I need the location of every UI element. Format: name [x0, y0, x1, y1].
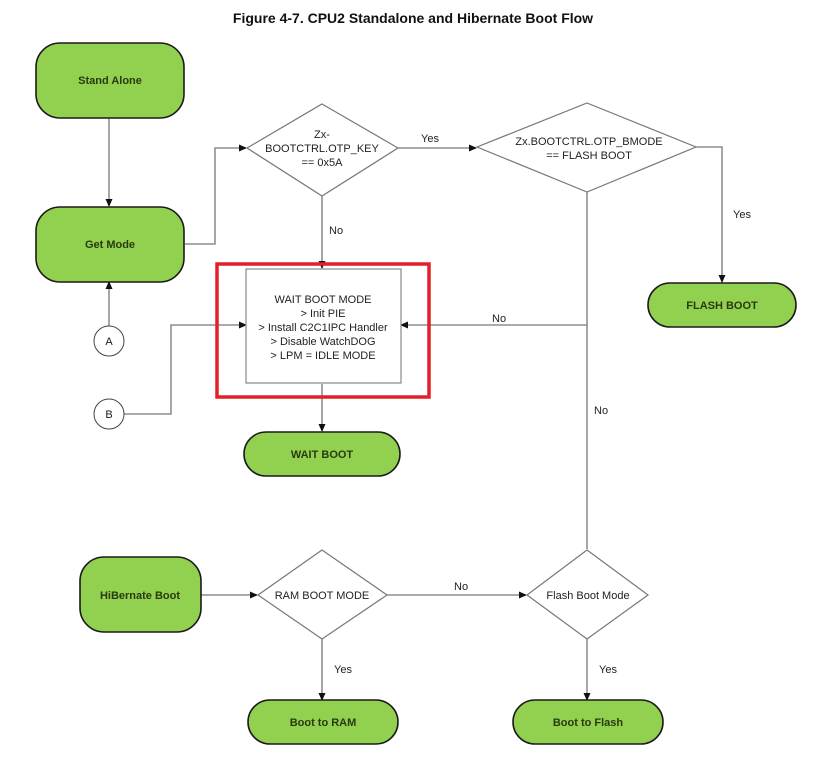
hibernate-boot-label: HiBernate Boot: [100, 590, 180, 602]
wait-boot-mode-line-5: > LPM = IDLE MODE: [270, 350, 375, 362]
label-otpbmode-no-left: No: [492, 313, 506, 325]
get-mode-label: Get Mode: [85, 239, 135, 251]
flash-boot-label: FLASH BOOT: [686, 300, 758, 312]
wait-boot-label: WAIT BOOT: [291, 449, 354, 461]
label-otpbmode-yes: Yes: [733, 209, 751, 221]
flash-boot-mode-label: Flash Boot Mode: [546, 590, 629, 602]
edge-otpbmode-yes: [696, 146, 726, 283]
label-otpkey-no: No: [329, 225, 343, 237]
edge-b-to-waitbootmode: [124, 321, 247, 415]
figure-title: Figure 4-7. CPU2 Standalone and Hibernat…: [232, 10, 594, 26]
wait-boot-mode-line-2: > Init PIE: [301, 308, 346, 320]
terminal-flash-boot: [647, 282, 797, 328]
stand-alone-label: Stand Alone: [78, 75, 142, 87]
connector-a: [93, 325, 125, 357]
terminal-get-mode: [35, 206, 185, 283]
terminal-boot-to-ram: [247, 699, 399, 745]
highlight-box: [215, 262, 431, 399]
boot-to-flash-label: Boot to Flash: [553, 717, 624, 729]
terminal-wait-boot: [243, 431, 401, 477]
otp-bmode-line-2: == FLASH BOOT: [546, 150, 632, 162]
edge-getmode-to-otpkey: [185, 144, 247, 245]
terminal-hibernate-boot: [79, 556, 202, 633]
decision-flash-boot-mode: [525, 549, 650, 640]
label-otpkey-yes: Yes: [421, 133, 439, 145]
otp-bmode-line-1: Zx.BOOTCTRL.OTP_BMODE: [515, 136, 662, 148]
label-ram-yes: Yes: [334, 664, 352, 676]
terminal-boot-to-flash: [512, 699, 664, 745]
ram-boot-mode-label: RAM BOOT MODE: [275, 590, 370, 602]
connector-a-label: A: [105, 336, 113, 348]
decision-otp-bmode: [475, 102, 698, 193]
otp-key-line-2: BOOTCTRL.OTP_KEY: [265, 143, 379, 155]
connector-b-label: B: [105, 409, 112, 421]
decision-otp-key: [245, 103, 400, 197]
wait-boot-mode-line-3: > Install C2C1IPC Handler: [258, 322, 388, 334]
terminal-stand-alone: [35, 42, 185, 119]
label-flash-yes: Yes: [599, 664, 617, 676]
decision-ram-boot-mode: [256, 549, 389, 640]
otp-key-line-3: == 0x5A: [302, 157, 344, 169]
process-wait-boot-mode: [245, 268, 402, 384]
otp-key-line-1: Zx-: [314, 129, 330, 141]
boot-to-ram-label: Boot to RAM: [290, 717, 357, 729]
connector-b: [93, 398, 125, 430]
label-otpbmode-no-down: No: [594, 405, 608, 417]
wait-boot-mode-line-1: WAIT BOOT MODE: [275, 294, 372, 306]
label-ram-no: No: [454, 581, 468, 593]
wait-boot-mode-line-4: > Disable WatchDOG: [270, 336, 375, 348]
